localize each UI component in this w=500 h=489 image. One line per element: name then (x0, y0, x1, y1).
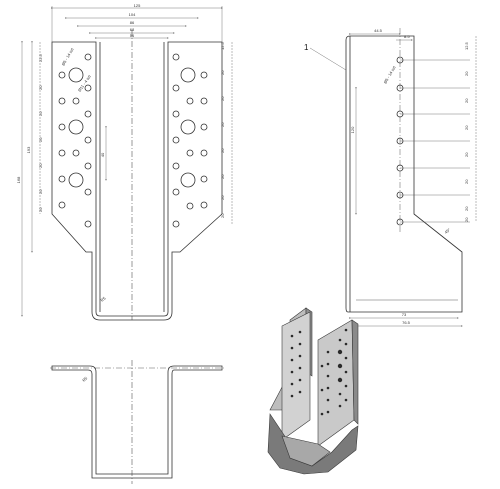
front-dim-texts: 125 104 86 68 56 168 193 40 Ø5 - 14 szt … (16, 3, 225, 303)
left-holes (58, 53, 92, 228)
callout-small-holes: Ø5 - 14 szt (61, 46, 76, 66)
front-view (51, 30, 223, 321)
dim-width-1: 125 (134, 3, 141, 8)
right-holes (172, 53, 208, 228)
dim-center: 40 (100, 152, 105, 157)
right-dim-2: 20 (220, 96, 225, 101)
right-dim-7: 20 (220, 213, 225, 218)
front-radius: R5 (99, 295, 107, 303)
side-height-dim: 120 (350, 126, 355, 133)
side-bottom-dim-2: 76.5 (402, 320, 411, 325)
top-view (50, 360, 224, 484)
render-holes (290, 328, 348, 416)
side-right-7: 20 (464, 217, 469, 222)
side-right-4: 20 (464, 152, 469, 157)
side-right-1: 20 (464, 71, 469, 76)
left-dim-0: 22.5 (38, 53, 43, 62)
render-right-plate (317, 319, 355, 447)
side-dimensions (309, 33, 477, 327)
dim-height-total: 168 (16, 176, 21, 183)
left-dim-4: 20 (38, 163, 43, 168)
top-outline (51, 365, 223, 479)
side-dim-texts: 1 44.5 8.5 Ø5 - 14 szt 120 12.5 20 20 20… (304, 28, 469, 325)
front-outline (51, 41, 223, 321)
side-right-3: 20 (464, 125, 469, 130)
side-bottom-dim-1: 73 (402, 312, 407, 317)
left-dim-6: 20 (38, 207, 43, 212)
dim-width-4: 68 (130, 27, 135, 32)
side-hole-callout: Ø5 - 14 szt (383, 64, 398, 84)
right-dim-6: 20 (220, 195, 225, 200)
side-right-5: 20 (464, 179, 469, 184)
side-top-dim-1: 44.5 (374, 28, 383, 33)
right-dim-5: 20 (220, 174, 225, 179)
render-left-plate (281, 311, 311, 441)
right-dim-1: 20 (220, 70, 225, 75)
dim-width-2: 104 (129, 12, 136, 17)
hanger-3d-render (267, 307, 359, 475)
part-number: 1 (304, 43, 309, 52)
left-dim-3: 20 (38, 137, 43, 142)
left-dim-1: 20 (38, 85, 43, 90)
right-dim-0: 12.5 (220, 41, 225, 50)
right-dim-4: 20 (220, 148, 225, 153)
side-right-0: 12.5 (464, 41, 469, 50)
side-right-6: 20 (464, 206, 469, 211)
top-radius: R5 (81, 375, 89, 383)
side-view (345, 28, 463, 313)
right-dim-3: 20 (220, 122, 225, 127)
side-right-2: 20 (464, 98, 469, 103)
dim-height-flange: 193 (26, 146, 31, 153)
dim-width-5: 56 (130, 33, 135, 38)
left-dim-5: 20 (38, 189, 43, 194)
side-top-dim-2: 8.5 (404, 34, 410, 39)
side-outline (345, 35, 463, 313)
front-dimensions (21, 6, 233, 317)
side-angle: 45° (443, 227, 451, 235)
dim-width-3: 86 (130, 20, 135, 25)
left-dim-2: 20 (38, 111, 43, 116)
